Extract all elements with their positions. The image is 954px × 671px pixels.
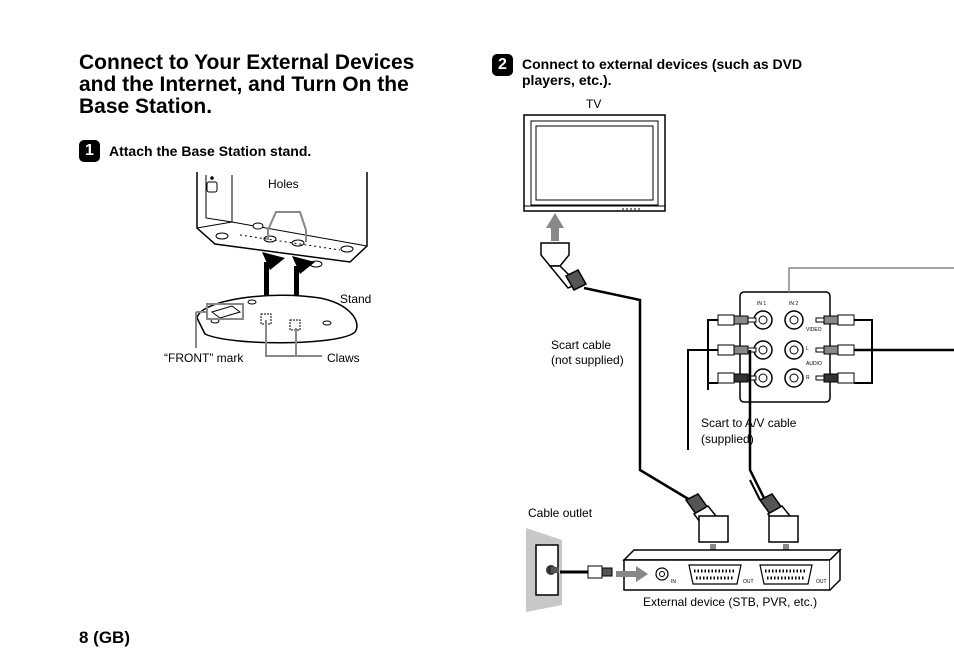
- scart-cable: [583, 286, 691, 502]
- antenna-arrow: [616, 566, 648, 582]
- device-in-label: IN: [671, 579, 676, 585]
- panel-r-label: R: [806, 375, 810, 381]
- step-2-badge: 2: [492, 54, 513, 76]
- scart-cable-label-1: Scart cable: [551, 338, 612, 352]
- scart-av-cable: [748, 350, 767, 501]
- antenna-plug: [587, 565, 613, 579]
- stand-label: Stand: [340, 292, 372, 306]
- cable-outlet-illustration: [526, 528, 562, 612]
- step-2-text: Connect to external devices (such as DVD…: [522, 56, 803, 88]
- page-title: Connect to Your External Devices and the…: [79, 51, 415, 118]
- panel-in2-label: IN 2: [789, 301, 799, 307]
- panel-audio-label: AUDIO: [806, 361, 822, 367]
- scart-cable-label-2: (not supplied): [551, 353, 624, 367]
- panel-in1-label: IN 1: [757, 301, 767, 307]
- step-1-text: Attach the Base Station stand.: [109, 143, 312, 159]
- device-out1-label: OUT: [743, 579, 754, 585]
- page-number: 8 (GB): [79, 628, 130, 647]
- tv-label: TV: [586, 97, 602, 111]
- cable-outlet-label: Cable outlet: [528, 506, 593, 520]
- scart-av-label-1: Scart to A/V cable: [701, 416, 797, 430]
- claws-label: Claws: [327, 351, 360, 365]
- device-out2-label: OUT: [816, 579, 827, 585]
- scart-plug-tv: [540, 242, 588, 291]
- holes-label: Holes: [268, 177, 299, 191]
- base-station-illustration: [196, 172, 368, 268]
- panel-video-label: VIDEO: [806, 327, 822, 333]
- rca-plugs-right: [815, 314, 855, 384]
- tv-input-arrow: [546, 213, 564, 241]
- claws-callout: [265, 320, 322, 357]
- external-device-illustration: [622, 548, 842, 591]
- stand-illustration: [196, 294, 358, 344]
- scart-plug-device-2: [758, 493, 799, 543]
- step-1-badge: 1: [79, 140, 100, 162]
- scart-plug-device-1: [684, 493, 729, 543]
- rca-plugs-left: [717, 314, 757, 384]
- front-mark-label: “FRONT” mark: [164, 351, 244, 365]
- av-input-panel: [739, 291, 831, 403]
- panel-l-label: L: [806, 346, 809, 352]
- external-device-label: External device (STB, PVR, etc.): [643, 595, 818, 609]
- attach-arrows: [262, 252, 315, 316]
- tv-illustration: [523, 114, 666, 212]
- scart-av-label-2: (supplied): [701, 432, 754, 446]
